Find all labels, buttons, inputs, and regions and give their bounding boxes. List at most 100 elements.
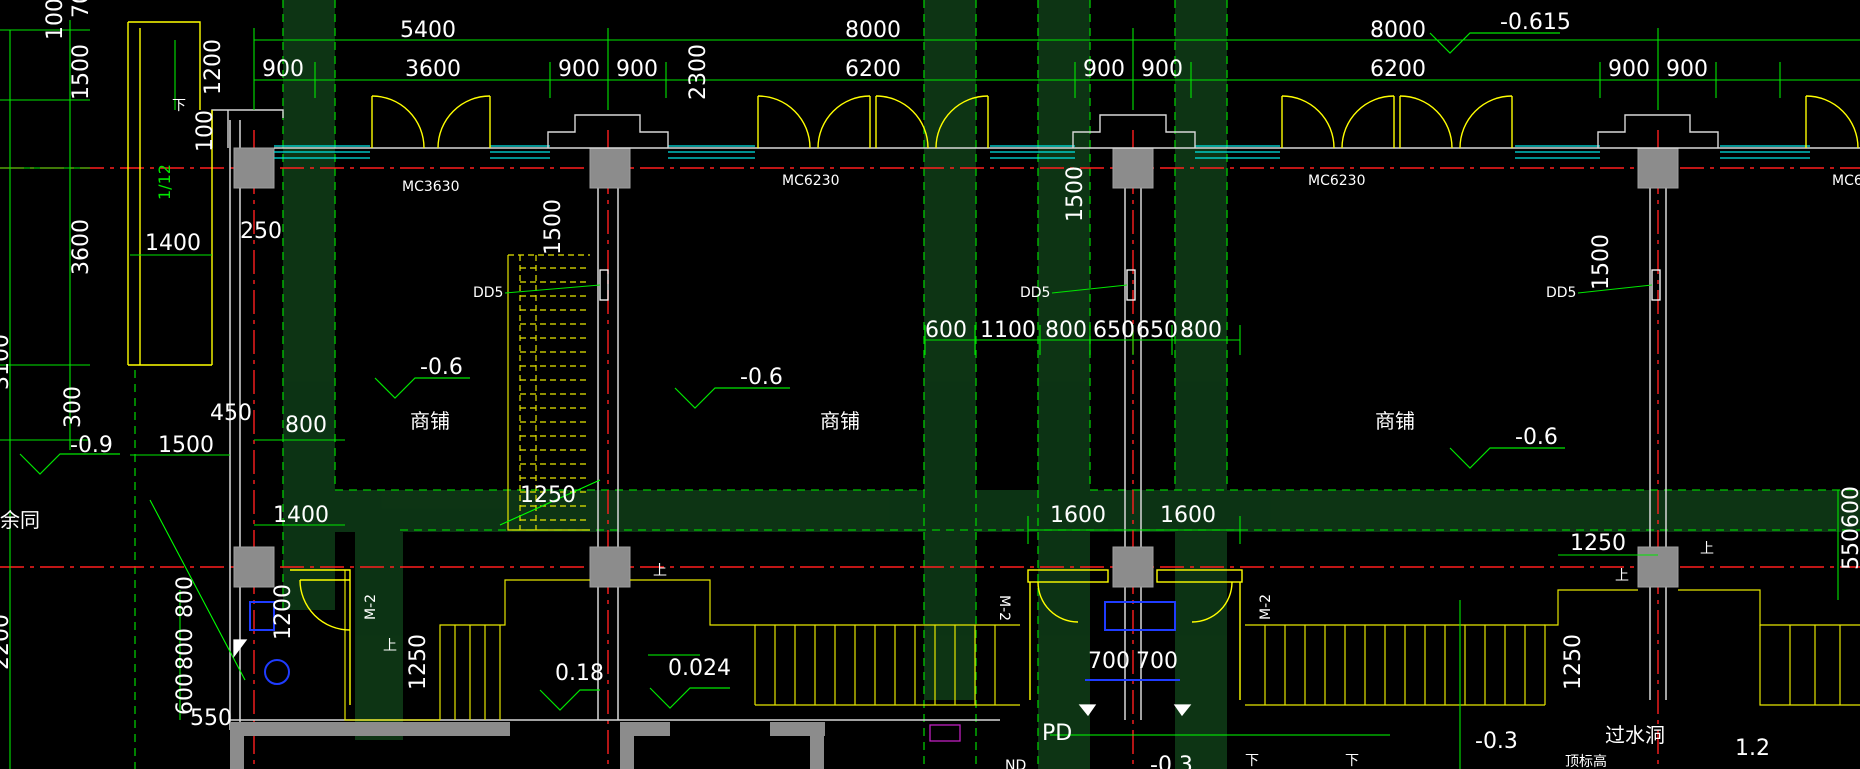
window-code-1: MC3630 — [402, 179, 459, 195]
dim-door-1200: 1200 — [271, 584, 296, 640]
dim-450: 450 — [210, 401, 252, 426]
interior-doors — [127, 21, 1243, 705]
level-018: 0.18 — [555, 661, 604, 686]
label-pd: PD — [1042, 721, 1072, 746]
dim-6200-b: 6200 — [1370, 57, 1426, 82]
ramp-ratio: 1/12 — [155, 164, 174, 200]
dim-900-3: 900 — [616, 57, 658, 82]
column-1 — [233, 147, 275, 189]
hatch-strip-4 — [1175, 0, 1227, 769]
hatch-small — [355, 530, 403, 740]
axis-lines — [0, 130, 1860, 769]
dim-left-300: 300 — [61, 386, 86, 428]
down-2: 下 — [1345, 753, 1359, 769]
down-ramp: 下 — [172, 98, 186, 114]
stairs — [344, 254, 1860, 721]
label-bottom-small: 顶标高 — [1565, 753, 1607, 769]
m2-2: M-2 — [996, 595, 1012, 621]
dim-left-100: 100 — [43, 0, 68, 40]
dimension-lines — [0, 20, 1860, 769]
dim-1100: 1100 — [980, 318, 1036, 343]
dd5-leaders — [504, 284, 1653, 294]
blue-circle-left — [264, 659, 290, 685]
m2-3: M-2 — [1258, 594, 1274, 620]
dim-left-1500: 1500 — [69, 44, 94, 100]
facade — [211, 109, 1860, 149]
room-shop-3: 商铺 — [1375, 409, 1415, 433]
dim-3600: 3600 — [405, 57, 461, 82]
dim-1600-b: 1600 — [1160, 503, 1216, 528]
level-room-1: -0.6 — [420, 355, 463, 380]
dim-8000-a: 8000 — [845, 18, 901, 43]
hatch-band — [283, 490, 1860, 532]
up-4: 上 — [383, 638, 397, 654]
dim-800-a: 800 — [1045, 318, 1087, 343]
dim-1600-a: 1600 — [1050, 503, 1106, 528]
dd5-3: DD5 — [1546, 285, 1576, 301]
dim-900-7: 900 — [1666, 57, 1708, 82]
level-left: -0.9 — [70, 433, 113, 458]
dim-900-6: 900 — [1608, 57, 1650, 82]
up-2: 上 — [1615, 568, 1629, 584]
dim-6200-a: 6200 — [845, 57, 901, 82]
level-texts: -0.615 -0.6 -0.6 -0.6 -0.9 0.18 0.024 -0… — [70, 10, 1571, 769]
dim-inner-1200: 1200 — [201, 39, 226, 95]
dim-1-2: 1.2 — [1735, 736, 1770, 761]
dim-right-1250-v: 1250 — [1561, 634, 1586, 690]
dim-left-3100: 3100 — [0, 334, 14, 390]
level-room-2: -0.6 — [740, 365, 783, 390]
dim-650-b: 650 — [1136, 318, 1178, 343]
hatch-strip-2 — [924, 0, 976, 700]
dim-2300: 2300 — [686, 44, 711, 100]
dim-1500-left: 1500 — [158, 433, 214, 458]
dim-lower-2200: 2200 — [0, 614, 14, 670]
column-2 — [589, 147, 631, 189]
dim-stair-1250: 1250 — [520, 483, 576, 508]
column-6 — [589, 546, 631, 588]
dim-lower-600: 600 — [173, 673, 198, 715]
label-texts: MC3630 MC6230 MC6230 MC6 DD5 DD5 DD5 商铺 … — [0, 98, 1860, 769]
dd5-1: DD5 — [473, 285, 503, 301]
level-room-3: -0.6 — [1515, 425, 1558, 450]
down-1: 下 — [1245, 753, 1259, 769]
level-bottom-a: -0.3 — [1475, 729, 1518, 754]
dim-1400-ramp: 1400 — [145, 231, 201, 256]
window-code-2: MC6230 — [782, 173, 839, 189]
blue-symbols — [249, 601, 1180, 685]
dim-lower-800-b: 800 — [173, 628, 198, 670]
dd5-2: DD5 — [1020, 285, 1050, 301]
label-guoshui: 过水洞 — [1605, 723, 1665, 747]
dim-700-b: 700 — [1136, 649, 1178, 674]
dim-550600: 550600 — [1839, 486, 1860, 570]
dim-left-1250-v: 1250 — [406, 634, 431, 690]
dim-900-2: 900 — [558, 57, 600, 82]
dim-900-4: 900 — [1083, 57, 1125, 82]
dim-900-1: 900 — [262, 57, 304, 82]
column-7 — [1112, 546, 1154, 588]
column-8 — [1637, 546, 1679, 588]
dim-lower-550: 550 — [190, 706, 232, 731]
dim-left-3600: 3600 — [69, 219, 94, 275]
dim-8000-b: 8000 — [1370, 18, 1426, 43]
dim-900-5: 900 — [1141, 57, 1183, 82]
room-shop-1: 商铺 — [410, 409, 450, 433]
column-3 — [1112, 147, 1154, 189]
window-code-4: MC6 — [1832, 173, 1860, 189]
column-4 — [1637, 147, 1679, 189]
facade-doors — [371, 95, 1859, 149]
dim-lower-800-a: 800 — [173, 576, 198, 618]
level-markers — [19, 32, 1565, 711]
dim-800-left: 800 — [285, 413, 327, 438]
level-top: -0.615 — [1500, 10, 1571, 35]
dim-vert-1500-a: 1500 — [1063, 166, 1088, 222]
dim-600: 600 — [925, 318, 967, 343]
level-bottom-b: -0.3 — [1150, 753, 1193, 769]
lower-gray-walls — [230, 722, 825, 769]
up-3: 上 — [1700, 541, 1714, 557]
label-nd: ND — [1005, 758, 1026, 769]
blue-rect-left — [249, 601, 275, 631]
walls — [229, 120, 1667, 730]
dim-vert-1500-b: 1500 — [1589, 234, 1614, 290]
blue-rect-mid — [1104, 601, 1176, 631]
